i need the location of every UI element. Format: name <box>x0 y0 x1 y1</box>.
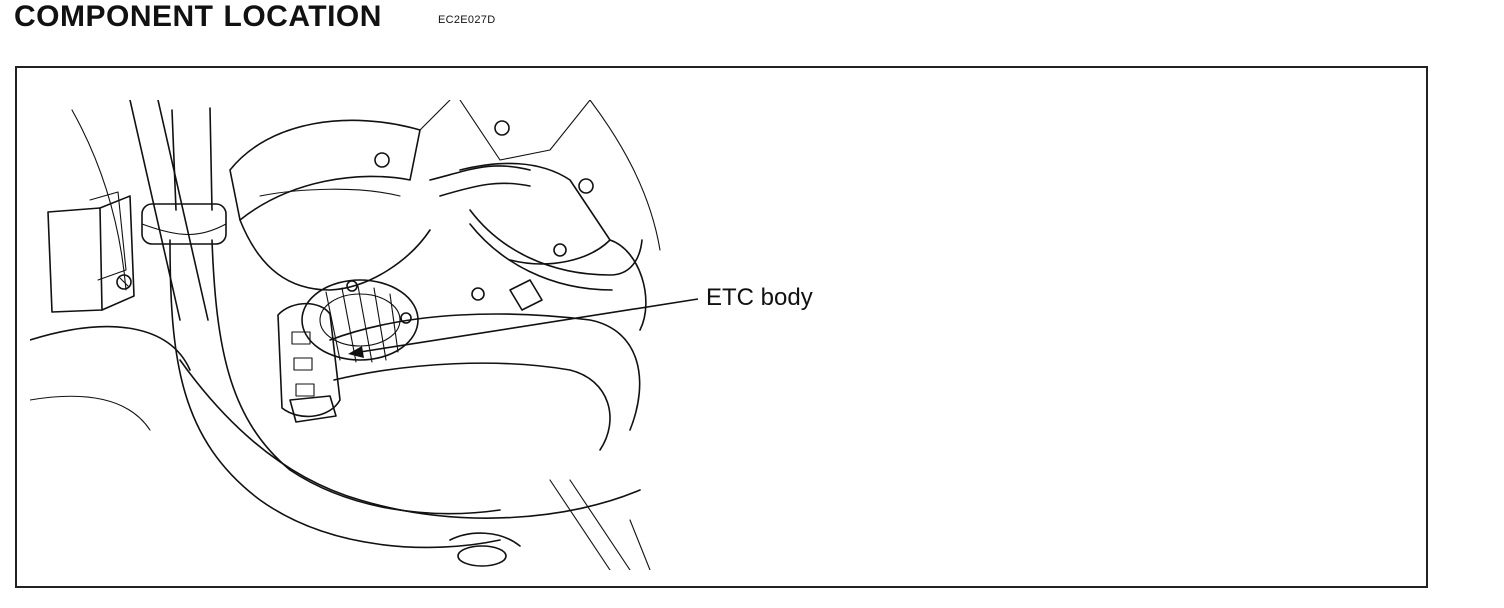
etc-body-label: ETC body <box>706 284 813 311</box>
document-code: EC2E027D <box>438 14 496 26</box>
figure-frame <box>15 66 1428 588</box>
page-title: COMPONENT LOCATION <box>14 0 382 34</box>
page-title-word-location: LOCATION <box>223 0 382 33</box>
engine-bay-illustration <box>30 100 661 570</box>
page-title-word-component: COMPONENT <box>14 0 214 33</box>
